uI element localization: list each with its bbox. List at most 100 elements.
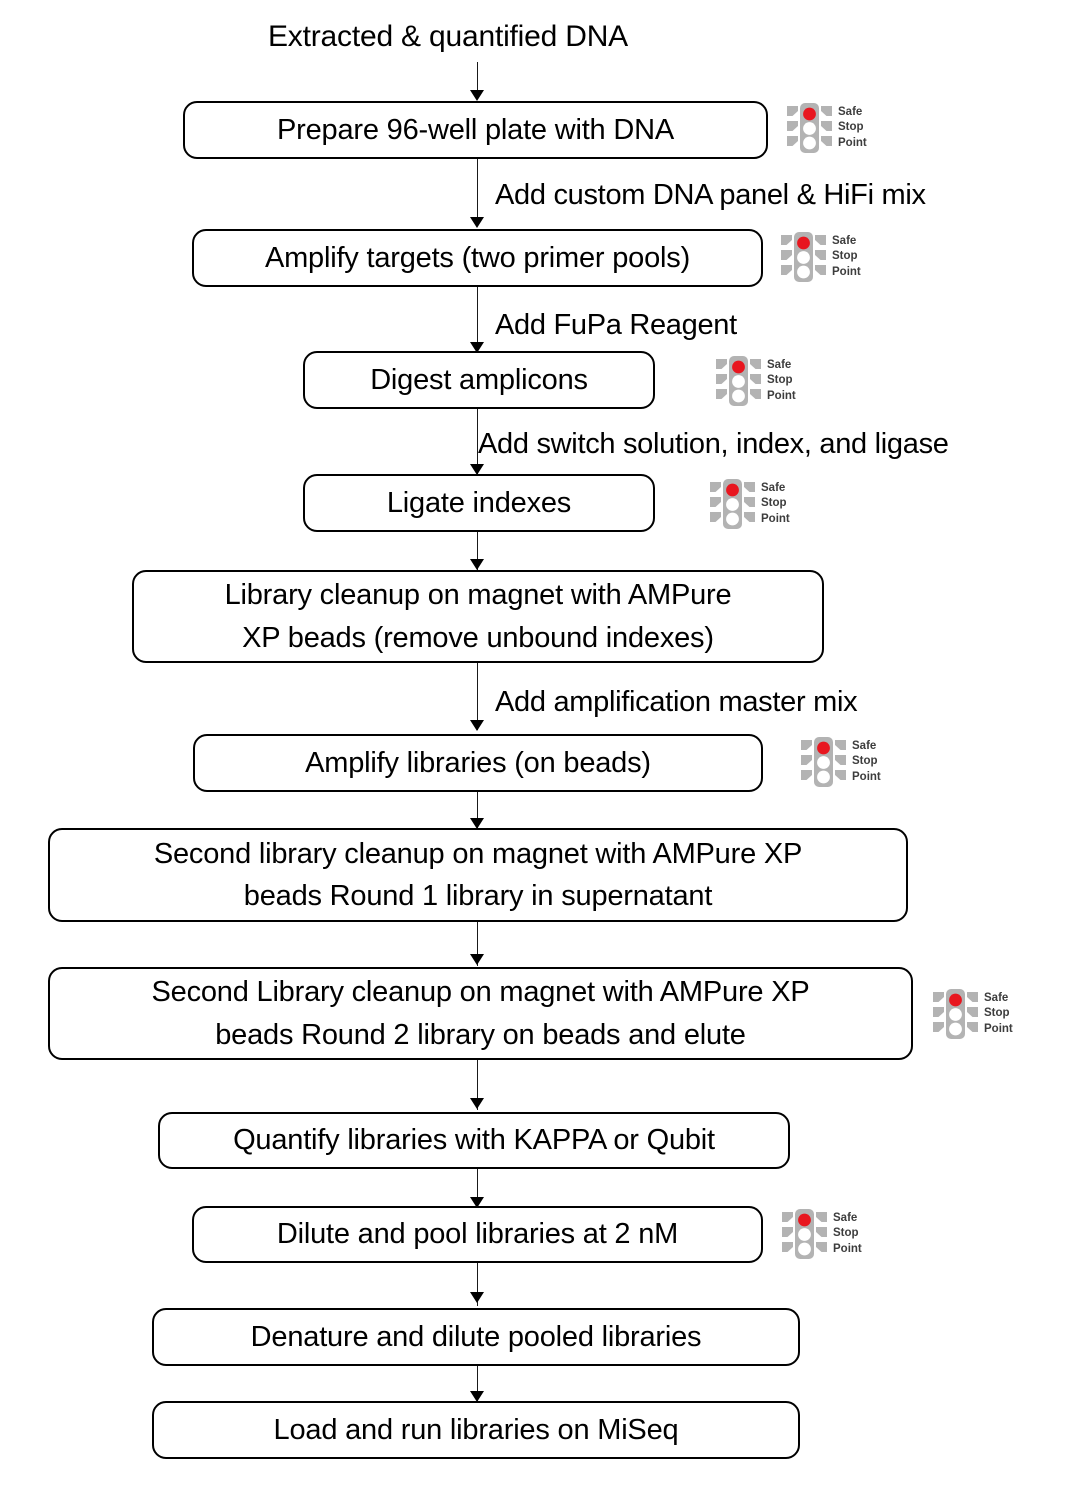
- process-node-quantify-libraries[interactable]: Quantify libraries with KAPPA or Qubit: [158, 1112, 790, 1169]
- node-label: Ligate indexes: [386, 486, 572, 519]
- ssp-line-safe: Safe: [838, 106, 863, 119]
- ssp-line-point: Point: [761, 512, 790, 525]
- connector-n11-n12: [477, 1366, 478, 1404]
- edge-label-add-fupa: Add FuPa Reagent: [495, 309, 737, 341]
- process-node-dilute-pool[interactable]: Dilute and pool libraries at 2 nM: [192, 1206, 763, 1263]
- ssp-line-stop: Stop: [767, 374, 793, 387]
- node-label-line2: beads Round 1 library in supernatant: [243, 880, 713, 912]
- edge-label-add-amplification-mix: Add amplification master mix: [495, 686, 858, 718]
- arrowhead-n6-n7: [470, 818, 484, 829]
- connector-n1-n2: [477, 159, 478, 223]
- safe-stop-point-marker-1: Safe Stop Point: [786, 102, 867, 154]
- ssp-line-point: Point: [838, 136, 867, 149]
- connector-n3-n4: [477, 409, 478, 474]
- node-label-line1: Library cleanup on magnet with AMPure: [224, 579, 732, 612]
- process-node-second-cleanup-round2[interactable]: Second Library cleanup on magnet with AM…: [48, 967, 913, 1060]
- safe-stop-point-text: Safe Stop Point: [767, 358, 796, 404]
- node-label-line2: XP beads (remove unbound indexes): [242, 621, 714, 654]
- safe-stop-point-marker-5: Safe Stop Point: [800, 736, 881, 788]
- traffic-light-icon: [716, 356, 761, 406]
- connector-n10-n11: [477, 1263, 478, 1306]
- ssp-line-safe: Safe: [761, 482, 786, 495]
- ssp-line-point: Point: [832, 265, 861, 278]
- arrowhead-n4-n5: [470, 559, 484, 570]
- arrowhead-n11-n12: [470, 1391, 484, 1402]
- safe-stop-point-text: Safe Stop Point: [838, 105, 867, 151]
- safe-stop-point-text: Safe Stop Point: [852, 739, 881, 785]
- ssp-line-safe: Safe: [767, 359, 792, 372]
- node-label: Second library cleanup on magnet with AM…: [153, 833, 803, 917]
- node-label: Load and run libraries on MiSeq: [273, 1413, 679, 1446]
- arrowhead-title-n1: [470, 90, 484, 101]
- node-label-line1: Second library cleanup on magnet with AM…: [153, 837, 803, 870]
- node-label: Amplify targets (two primer pools): [264, 241, 691, 274]
- ssp-line-stop: Stop: [984, 1007, 1010, 1020]
- edge-label-add-switch-solution: Add switch solution, index, and ligase: [478, 428, 949, 460]
- arrowhead-n7-n8: [470, 954, 484, 965]
- node-label: Quantify libraries with KAPPA or Qubit: [233, 1124, 715, 1157]
- traffic-light-icon: [781, 232, 826, 282]
- node-label: Library cleanup on magnet with AMPure XP…: [225, 574, 732, 658]
- ssp-line-point: Point: [852, 770, 881, 783]
- arrowhead-n9-n10: [470, 1197, 484, 1208]
- node-label: Denature and dilute pooled libraries: [250, 1320, 702, 1353]
- safe-stop-point-marker-7: Safe Stop Point: [781, 1208, 862, 1260]
- node-label: Second Library cleanup on magnet with AM…: [152, 971, 810, 1055]
- safe-stop-point-marker-2: Safe Stop Point: [780, 231, 861, 283]
- safe-stop-point-text: Safe Stop Point: [832, 234, 861, 280]
- ssp-line-safe: Safe: [833, 1212, 858, 1225]
- safe-stop-point-text: Safe Stop Point: [984, 991, 1013, 1037]
- node-label: Dilute and pool libraries at 2 nM: [276, 1218, 679, 1251]
- ssp-line-point: Point: [833, 1242, 862, 1255]
- ssp-line-stop: Stop: [761, 497, 787, 510]
- ssp-line-safe: Safe: [852, 740, 877, 753]
- node-label: Amplify libraries (on beads): [305, 746, 651, 779]
- process-node-prepare-plate[interactable]: Prepare 96-well plate with DNA: [183, 101, 768, 159]
- connector-n7-n8: [477, 922, 478, 966]
- traffic-light-icon: [710, 479, 755, 529]
- node-label: Prepare 96-well plate with DNA: [277, 113, 674, 146]
- safe-stop-point-text: Safe Stop Point: [761, 481, 790, 527]
- ssp-line-stop: Stop: [832, 250, 858, 263]
- process-node-second-cleanup-round1[interactable]: Second library cleanup on magnet with AM…: [48, 828, 908, 922]
- ssp-line-stop: Stop: [852, 755, 878, 768]
- ssp-line-point: Point: [767, 389, 796, 402]
- arrowhead-n5-n6: [470, 720, 484, 731]
- ssp-line-safe: Safe: [984, 992, 1009, 1005]
- connector-n6-n7: [477, 792, 478, 832]
- process-node-denature-dilute[interactable]: Denature and dilute pooled libraries: [152, 1308, 800, 1366]
- node-label: Digest amplicons: [370, 363, 588, 396]
- diagram-title: Extracted & quantified DNA: [268, 20, 628, 53]
- traffic-light-icon: [782, 1209, 827, 1259]
- ssp-line-stop: Stop: [833, 1227, 859, 1240]
- process-node-load-run-miseq[interactable]: Load and run libraries on MiSeq: [152, 1401, 800, 1459]
- connector-n2-n3: [477, 287, 478, 352]
- arrowhead-n10-n11: [470, 1292, 484, 1303]
- safe-stop-point-marker-6: Safe Stop Point: [932, 988, 1013, 1040]
- connector-title-n1: [477, 62, 478, 96]
- connector-n4-n5: [477, 532, 478, 571]
- arrowhead-n1-n2: [470, 217, 484, 228]
- safe-stop-point-marker-3: Safe Stop Point: [715, 355, 796, 407]
- node-label-line1: Second Library cleanup on magnet with AM…: [151, 976, 810, 1009]
- process-node-digest-amplicons[interactable]: Digest amplicons: [303, 351, 655, 409]
- arrowhead-n2-n3: [470, 342, 484, 353]
- arrowhead-n3-n4: [470, 464, 484, 475]
- node-label-line2: beads Round 2 library on beads and elute: [215, 1018, 746, 1051]
- connector-n5-n6: [477, 663, 478, 730]
- process-node-amplify-libraries[interactable]: Amplify libraries (on beads): [193, 734, 763, 792]
- process-node-library-cleanup[interactable]: Library cleanup on magnet with AMPure XP…: [132, 570, 824, 663]
- ssp-line-safe: Safe: [832, 235, 857, 248]
- safe-stop-point-marker-4: Safe Stop Point: [709, 478, 790, 530]
- arrowhead-n8-n9: [470, 1098, 484, 1109]
- connector-n8-n9: [477, 1060, 478, 1110]
- ssp-line-stop: Stop: [838, 121, 864, 134]
- traffic-light-icon: [801, 737, 846, 787]
- connector-n9-n10: [477, 1169, 478, 1211]
- process-node-ligate-indexes[interactable]: Ligate indexes: [303, 474, 655, 532]
- traffic-light-icon: [933, 989, 978, 1039]
- ssp-line-point: Point: [984, 1022, 1013, 1035]
- safe-stop-point-text: Safe Stop Point: [833, 1211, 862, 1257]
- process-node-amplify-targets[interactable]: Amplify targets (two primer pools): [192, 229, 763, 287]
